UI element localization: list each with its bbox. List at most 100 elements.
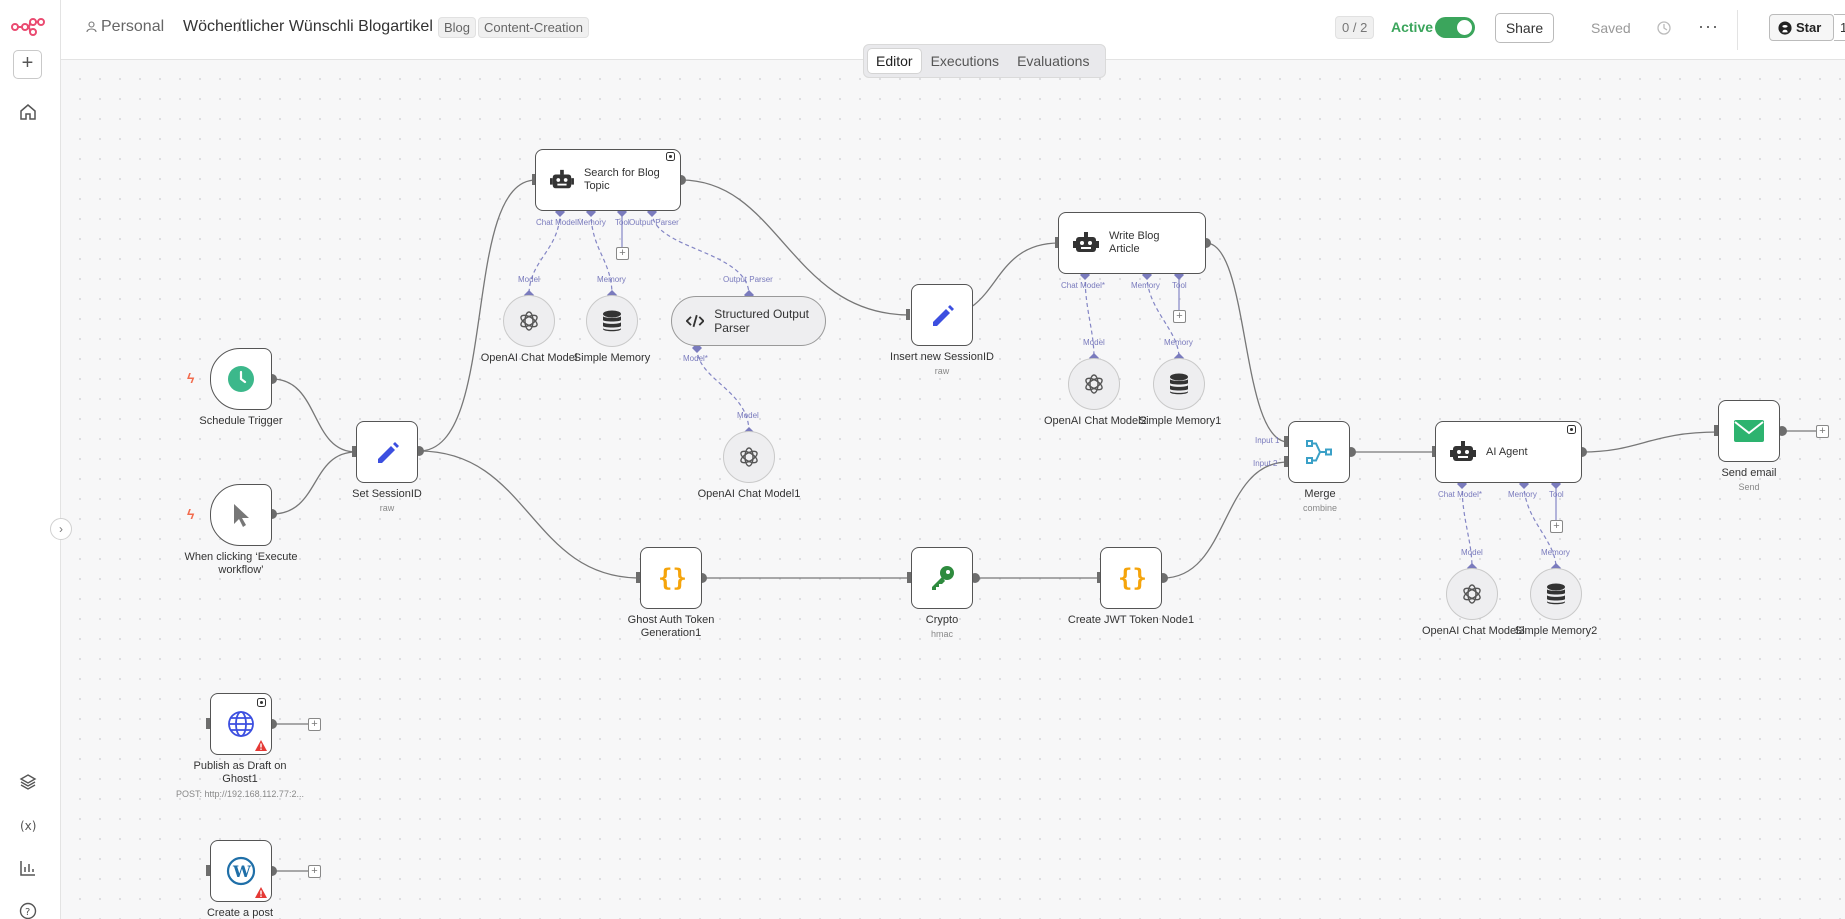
database-icon [1170,373,1188,395]
user-icon [86,21,97,33]
port-label-model: Model [518,275,540,284]
node-subtitle: Send [1738,482,1760,492]
port-label-chat-model-required: Chat Model* [1438,490,1483,499]
tab-executions[interactable]: Executions [930,53,1000,69]
expand-sidebar-button[interactable]: › [50,518,72,540]
database-icon [1547,583,1565,605]
port-label-output-parser: Output Parser [629,218,679,227]
port-label-memory: Memory [577,218,606,227]
node-label: Set SessionID [352,488,422,500]
breadcrumb-personal[interactable]: Personal [86,18,164,36]
robot-icon [550,169,574,189]
add-tool-button[interactable]: + [616,247,629,260]
github-star-count[interactable]: 1 [1834,14,1845,41]
node-openai-chat-model-1[interactable] [723,431,775,483]
add-node-after-ghost-button[interactable]: + [308,718,321,731]
share-button[interactable]: Share [1495,13,1554,43]
node-label: Create JWT Token Node1 [1067,614,1195,626]
node-label: Write Blog Article [1109,230,1160,255]
cursor-icon [234,504,249,527]
node-create-jwt-token[interactable]: {} [1100,547,1162,609]
port-label-input-2: Input 2 [1253,459,1278,468]
node-manual-trigger[interactable] [210,484,272,546]
node-subtitle: combine [1302,503,1338,513]
node-structured-output-parser[interactable]: Structured Output Parser [671,296,826,346]
node-insert-new-sessionid[interactable] [911,284,973,346]
node-search-blog-topic[interactable]: Search for Blog Topic [535,149,681,211]
node-openai-chat-model-3[interactable] [1446,568,1498,620]
port-label-memory: Memory [1508,490,1537,499]
evaluation-counter[interactable]: 0 / 2 [1335,16,1375,39]
node-schedule-trigger[interactable] [210,348,272,410]
tag-blog[interactable]: Blog [438,17,477,38]
port-label-model: Model [737,411,759,420]
node-simple-memory[interactable] [586,295,638,347]
more-options-icon[interactable]: ··· [1698,16,1719,36]
node-label: OpenAI Chat Model2 [1044,415,1147,427]
expand-icon[interactable] [1567,425,1576,434]
port-label-output-parser: Output Parser [723,275,773,284]
node-subtitle: POST: http://192.168.112.77:2... [176,789,304,799]
svg-text:(x): (x) [20,819,36,833]
svg-text:{}: {} [1118,564,1146,592]
create-button[interactable]: + [13,50,42,79]
add-node-after-email-button[interactable]: + [1816,425,1829,438]
node-label: Crypto [925,614,959,626]
openai-icon [1463,584,1481,604]
port-label-model: Model [1461,548,1483,557]
port-label-model-required: Model* [683,354,708,363]
node-ai-agent[interactable]: AI Agent [1435,421,1582,483]
node-ghost-auth-token[interactable]: {} [640,547,702,609]
port-label-input-1: Input 1 [1255,436,1280,445]
header-divider [1737,10,1738,50]
history-icon[interactable] [1656,20,1672,36]
port-label-tool: Tool [1172,281,1187,290]
node-crypto[interactable] [911,547,973,609]
toggle-knob [1457,20,1472,35]
pencil-icon [933,305,954,326]
add-tool-button[interactable]: + [1550,520,1563,533]
wordpress-icon: W [226,856,256,886]
variables-icon[interactable]: (x) [18,815,38,835]
github-star-button[interactable]: Star [1769,14,1834,41]
tag-content-creation[interactable]: Content-Creation [478,17,589,38]
add-tool-button[interactable]: + [1173,310,1186,323]
workflow-header: Personal / Wöchentlicher Wünschli Blogar… [61,0,1845,60]
help-icon[interactable]: ? [18,901,38,919]
node-label: Insert new SessionID [890,351,994,363]
svg-text:W: W [232,862,252,881]
node-subtitle: raw [379,503,395,513]
home-icon[interactable] [18,102,38,122]
expand-icon[interactable] [666,152,675,161]
node-write-blog-article[interactable]: Write Blog Article [1058,212,1206,274]
insights-icon[interactable] [18,858,38,878]
node-simple-memory-2[interactable] [1530,568,1582,620]
node-openai-chat-model[interactable] [503,295,555,347]
code-icon [686,314,705,328]
expand-icon[interactable] [257,698,266,707]
templates-icon[interactable] [18,772,38,792]
github-icon [1778,20,1792,35]
warning-icon [255,887,267,898]
node-label: Publish as Draft on Ghost1 [193,760,287,785]
n8n-logo-icon[interactable] [11,16,45,36]
add-node-after-post-button[interactable]: + [308,865,321,878]
workflow-canvas[interactable] [61,60,1845,919]
merge-icon [1306,440,1332,464]
node-openai-chat-model-2[interactable] [1068,358,1120,410]
node-label: Simple Memory1 [1138,415,1222,427]
node-merge[interactable] [1288,421,1350,483]
node-simple-memory-1[interactable] [1153,358,1205,410]
port-label-model: Model [1083,338,1105,347]
tab-evaluations[interactable]: Evaluations [1017,53,1090,69]
openai-icon [740,447,758,467]
globe-icon [228,711,254,737]
robot-icon [1450,441,1476,461]
node-label: Structured Output Parser [714,307,809,335]
node-publish-draft-ghost[interactable] [210,693,272,755]
tab-editor[interactable]: Editor [868,49,921,73]
node-send-email[interactable] [1718,400,1780,462]
node-set-sessionid[interactable] [356,421,418,483]
active-toggle[interactable] [1435,17,1475,38]
